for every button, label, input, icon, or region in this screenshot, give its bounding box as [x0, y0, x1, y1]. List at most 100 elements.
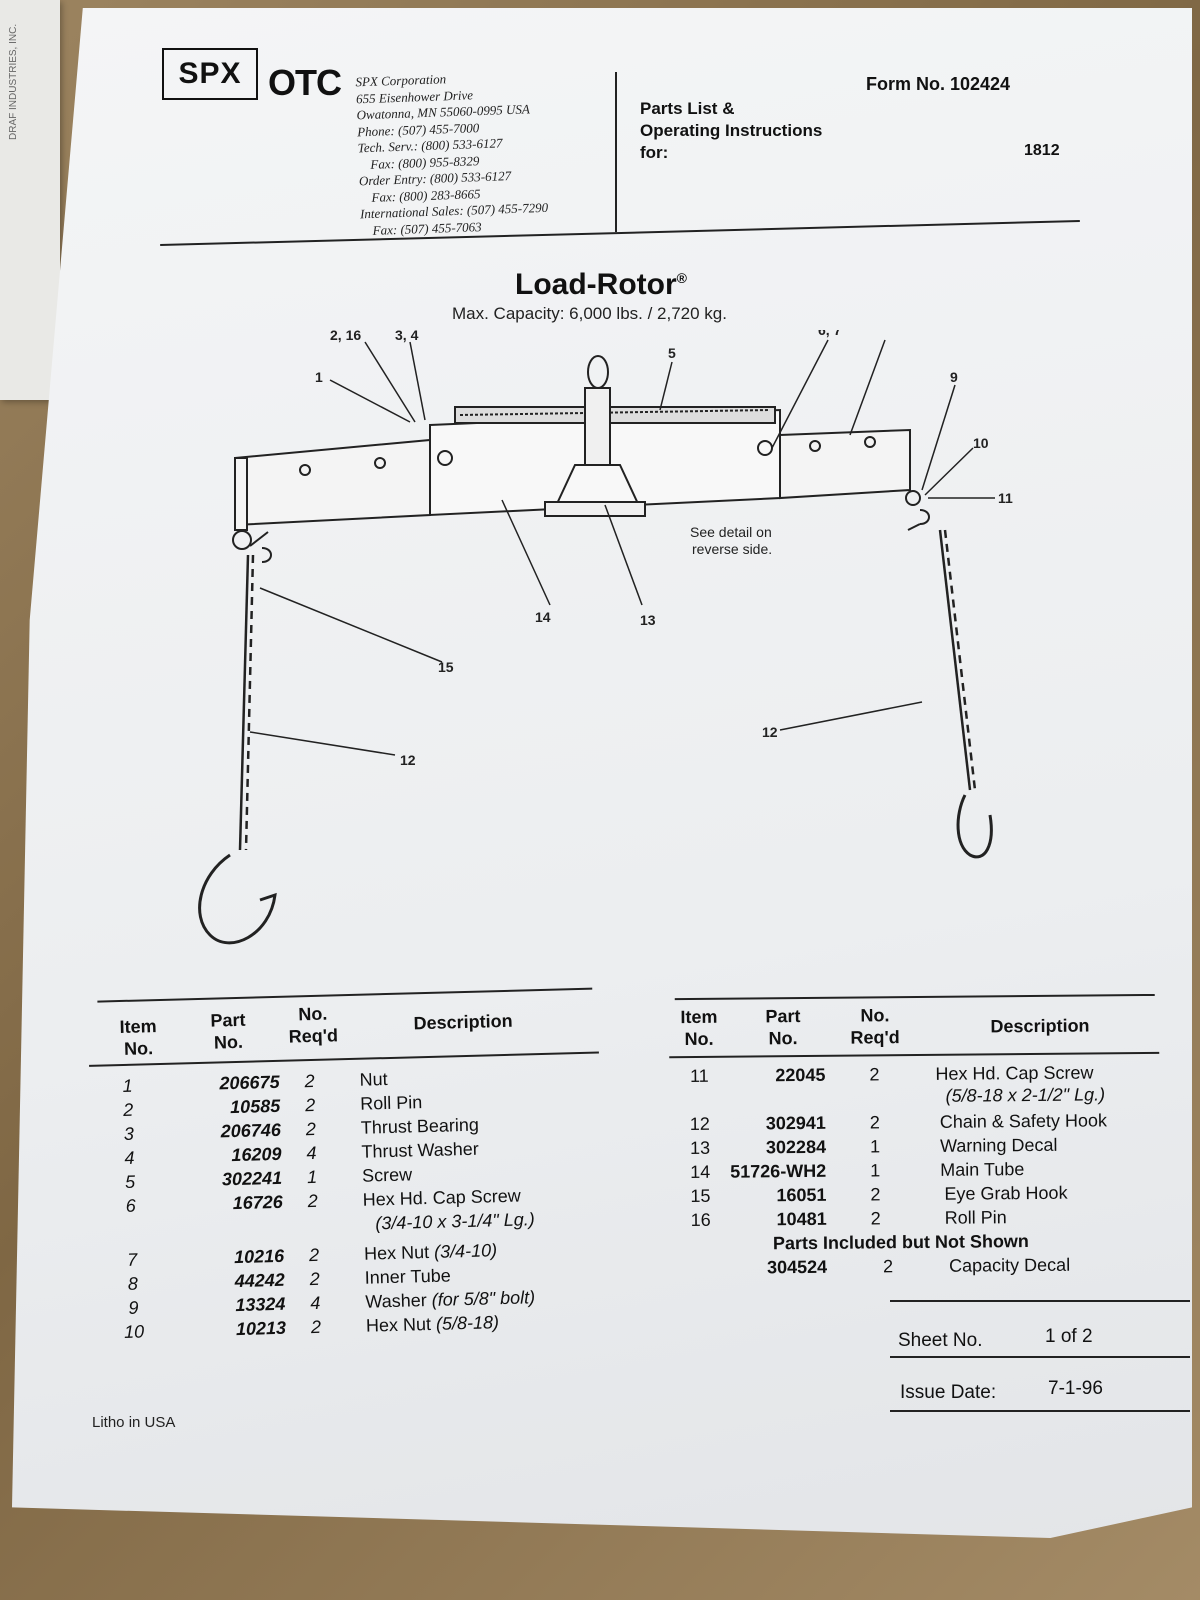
- company-address: SPX Corporation 655 Eisenhower Drive Owa…: [355, 66, 611, 240]
- callout-label: 12: [762, 724, 778, 740]
- description-text: Hex Nut: [363, 1242, 430, 1264]
- header-text: No.: [298, 1003, 328, 1025]
- description: Roll Pin: [359, 1092, 423, 1114]
- header-text: No.: [213, 1031, 244, 1053]
- registered-mark: ®: [676, 270, 687, 286]
- item-no: 13: [689, 1137, 711, 1159]
- qty: 2: [310, 1316, 322, 1338]
- description: Main Tube: [940, 1159, 1025, 1180]
- document-type-line: Parts List &: [640, 99, 735, 118]
- description: Thrust Washer: [361, 1138, 480, 1162]
- qty: 2: [305, 1118, 317, 1140]
- part-no: 304524: [766, 1256, 828, 1278]
- header-text: Item: [119, 1016, 157, 1038]
- description: Hex Nut (3/4-10): [364, 1240, 498, 1264]
- product-title: Load-Rotor®: [515, 268, 687, 302]
- header-text: Part: [210, 1009, 246, 1031]
- description-note: (for 5/8" bolt): [431, 1287, 536, 1310]
- part-no: 10213: [235, 1317, 287, 1340]
- header-text: No.: [684, 1028, 714, 1050]
- callout-label: 12: [400, 752, 416, 768]
- description: Eye Grab Hook: [944, 1182, 1068, 1204]
- table-row-note: (5/8-18 x 2-1/2" Lg.): [676, 1084, 1166, 1112]
- qty: 1: [870, 1160, 881, 1181]
- part-no: 51726-WH2: [730, 1160, 827, 1182]
- item-no: 3: [123, 1123, 135, 1144]
- callout-label: 10: [973, 435, 989, 451]
- form-number: Form No. 102424: [866, 74, 1011, 94]
- item-no: 9: [128, 1297, 139, 1318]
- part-no: 302284: [765, 1136, 827, 1158]
- part-no: 22045: [775, 1064, 826, 1086]
- sheet-value: 1 of 2: [1045, 1326, 1093, 1347]
- part-no: 16051: [776, 1184, 827, 1206]
- item-no: 2: [122, 1099, 134, 1120]
- part-no: 302941: [765, 1112, 826, 1134]
- issue-date-value: 7-1-96: [1048, 1378, 1103, 1399]
- part-no: 206746: [220, 1119, 282, 1142]
- qty: 2: [870, 1184, 881, 1205]
- header-text: No.: [768, 1028, 798, 1049]
- item-no: 5: [124, 1171, 136, 1192]
- qty: 2: [870, 1208, 881, 1229]
- callout-label: 14: [535, 609, 551, 625]
- model-number: 1812: [1024, 142, 1060, 159]
- header-text: No.: [860, 1005, 890, 1026]
- item-no: 8: [127, 1273, 139, 1294]
- qty: 2: [309, 1268, 320, 1290]
- item-no: 16: [690, 1209, 711, 1231]
- side-paper: DRAF INDUSTRIES, INC.: [0, 0, 60, 400]
- qty: 1: [869, 1136, 881, 1157]
- header-text: No.: [123, 1038, 154, 1059]
- qty: 1: [306, 1166, 318, 1188]
- callout-label: 1: [315, 369, 323, 385]
- description: Washer (for 5/8" bolt): [365, 1287, 535, 1312]
- part-no: 206675: [219, 1071, 280, 1094]
- header-divider: [615, 72, 617, 232]
- part-no: 302241: [221, 1167, 283, 1190]
- table-rule: [674, 993, 1155, 1001]
- sheet-rule: [890, 1356, 1190, 1358]
- description-note: (5/8-18): [435, 1312, 500, 1334]
- callout-labels: 2, 16 3, 4 1 5 6, 7 8 9 10 11 14 13 15 1…: [315, 330, 1013, 768]
- callout-label: 6, 7: [818, 330, 842, 338]
- description: Hex Nut (5/8-18): [366, 1312, 500, 1336]
- table-row: 304524 2 Capacity Decal: [677, 1254, 1167, 1282]
- sheet-label: Sheet No.: [898, 1330, 983, 1351]
- item-no: 11: [689, 1065, 709, 1087]
- item-no: 6: [125, 1195, 137, 1216]
- document-type-line: Operating Instructions: [640, 121, 823, 140]
- part-no: 16726: [232, 1191, 283, 1214]
- chain-drawing: [198, 529, 993, 945]
- description: Capacity Decal: [949, 1254, 1071, 1276]
- sheet-rule: [890, 1300, 1190, 1302]
- qty: 4: [306, 1142, 317, 1164]
- document-type-line: for:: [640, 143, 669, 162]
- part-no: 16209: [231, 1143, 282, 1166]
- item-no: 1: [122, 1075, 133, 1096]
- item-no: 7: [126, 1249, 138, 1270]
- document-type: Parts List & Operating Instructions for:: [640, 98, 822, 164]
- description-note: (3/4-10 x 3-1/4" Lg.): [375, 1209, 535, 1234]
- description-note: (5/8-18 x 2-1/2" Lg.): [945, 1084, 1106, 1106]
- header-text: Req'd: [288, 1025, 339, 1047]
- part-no: 44242: [234, 1269, 286, 1292]
- qty: 2: [869, 1112, 880, 1133]
- leader-lines: [249, 339, 995, 756]
- sheet-rule: [890, 1410, 1190, 1412]
- callout-label: 8: [882, 330, 890, 331]
- header-text: Part: [765, 1006, 801, 1027]
- part-no: 13324: [235, 1293, 286, 1316]
- description: Thrust Bearing: [360, 1114, 480, 1138]
- callout-label: 5: [668, 345, 676, 361]
- header-rule: [160, 219, 1080, 247]
- description: Warning Decal: [939, 1134, 1058, 1156]
- qty: 2: [307, 1190, 318, 1212]
- description: Roll Pin: [944, 1207, 1007, 1228]
- description: Nut: [359, 1069, 388, 1090]
- header-qty: No.Req'd: [278, 1002, 349, 1048]
